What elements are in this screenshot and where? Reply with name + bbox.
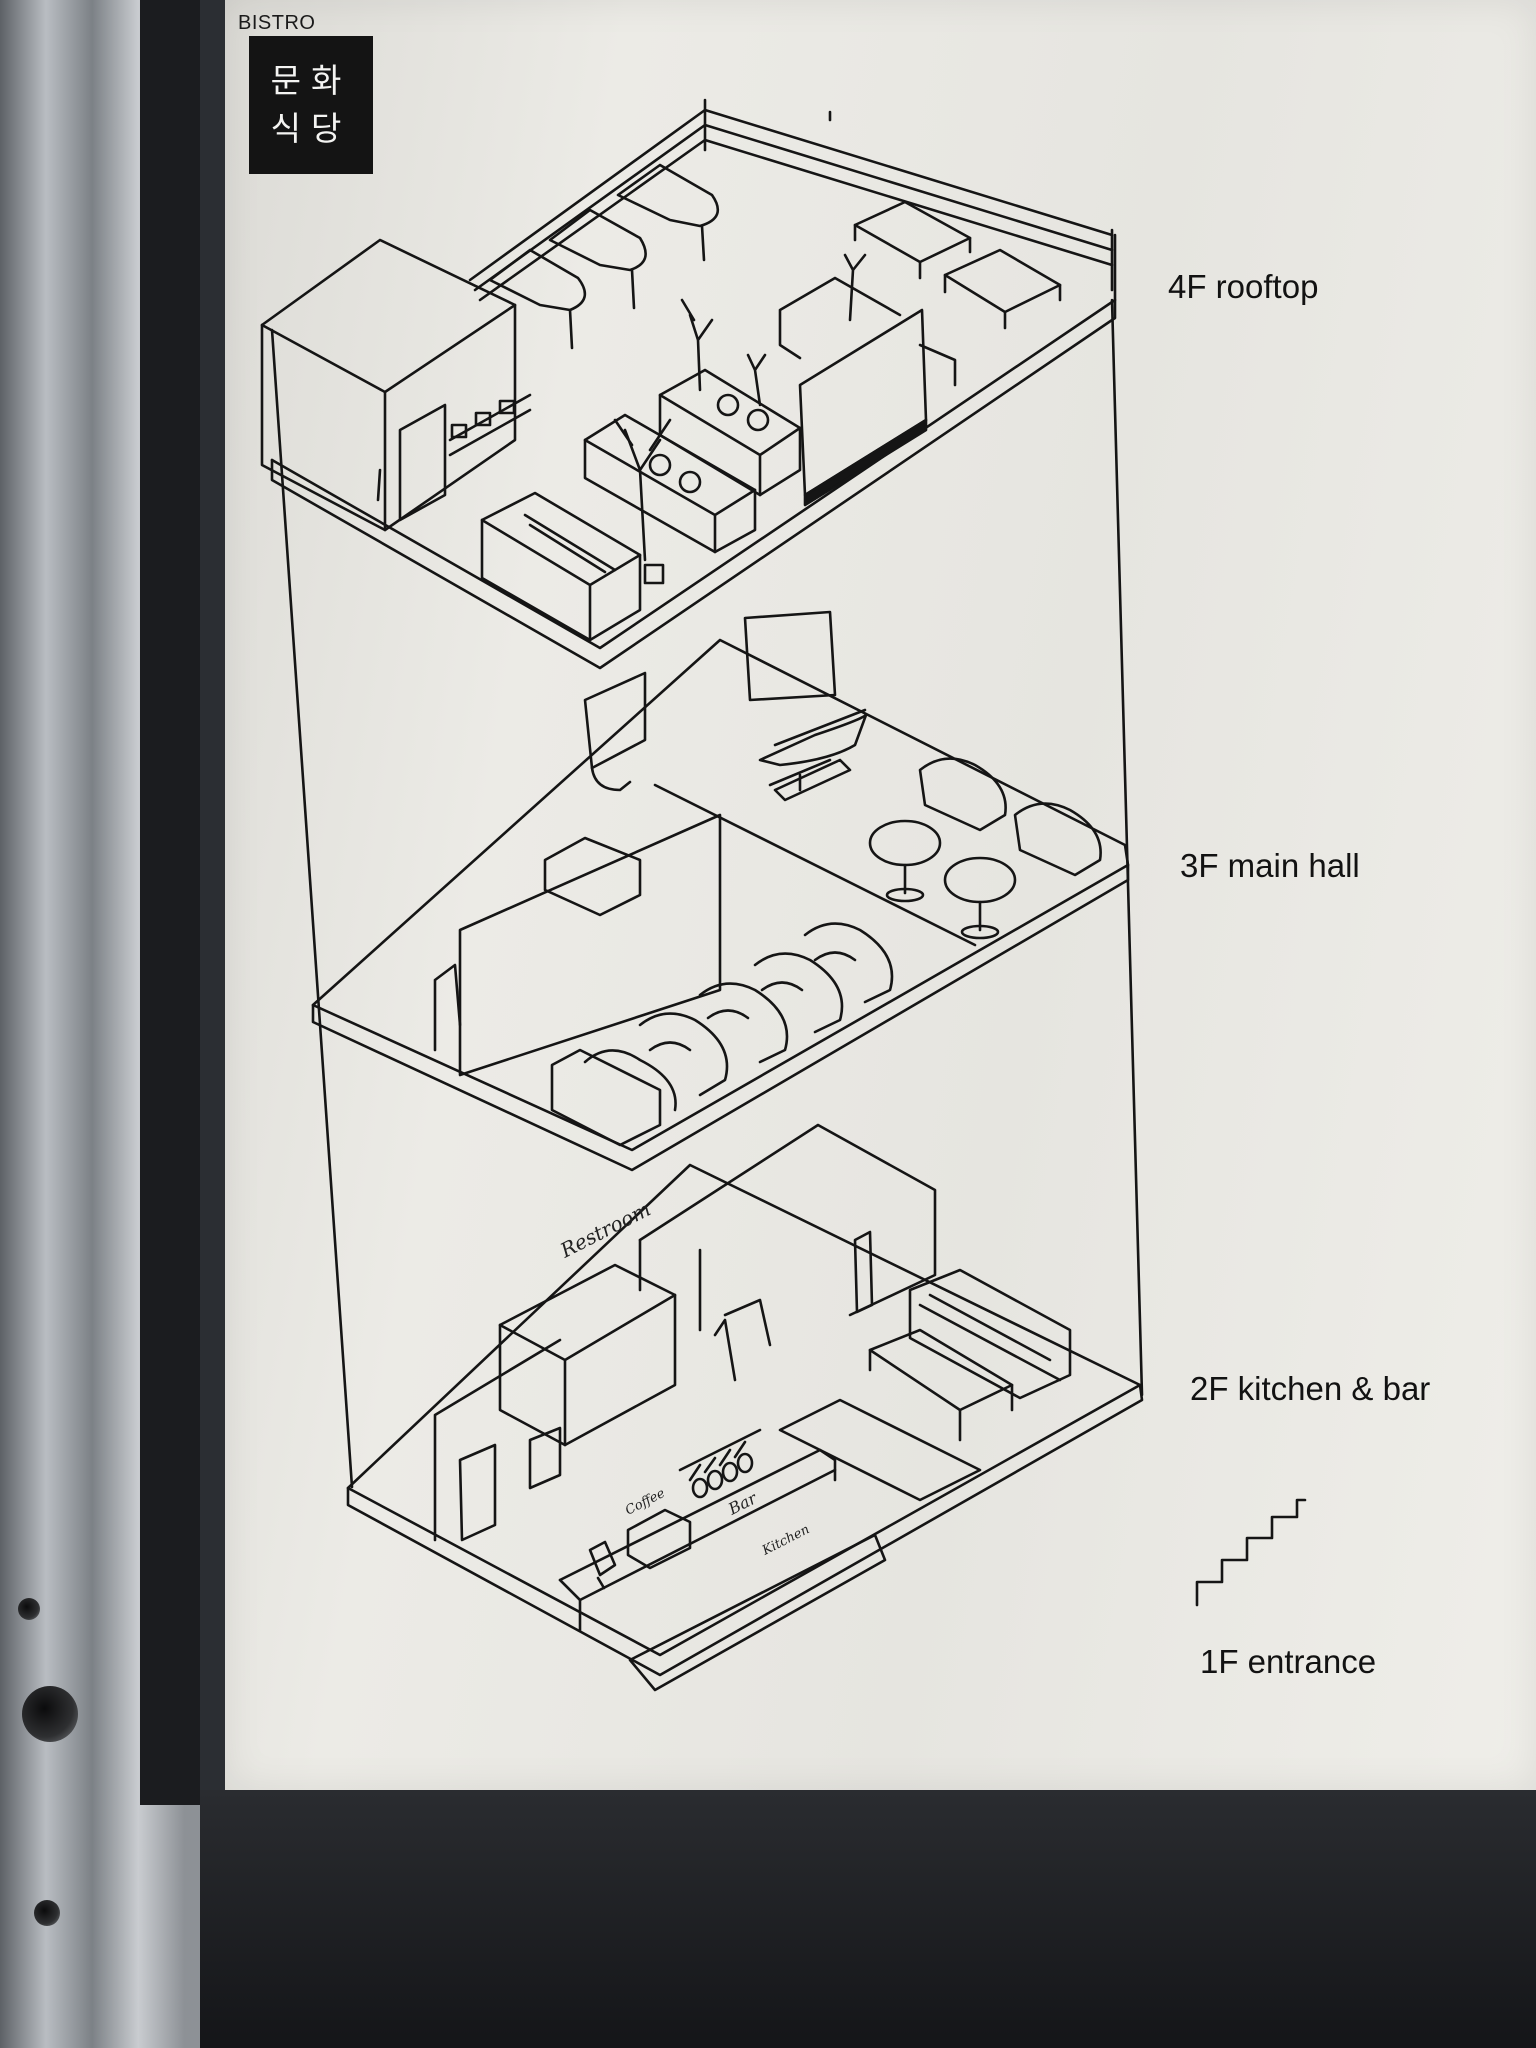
brand-logo: 문화식당 <box>249 36 373 174</box>
screw-hole-icon <box>34 1900 60 1926</box>
screw-hole-icon <box>18 1598 40 1620</box>
floor-4f-rooftop-drawing <box>260 98 1117 670</box>
floor-label-4f: 4F rooftop <box>1168 268 1319 305</box>
bar-annotation: Bar <box>724 1488 761 1519</box>
coffee-annotation: Coffee <box>623 1486 668 1519</box>
floor-label-1f: 1F entrance <box>1200 1643 1377 1680</box>
floor-guide-poster <box>225 0 1536 1790</box>
screw-hole-icon <box>22 1686 78 1742</box>
floor-3f-main-hall-drawing <box>311 610 1130 1172</box>
floor-2f-kitchen-bar-drawing <box>346 1123 1144 1692</box>
kitchen-annotation: Kitchen <box>759 1522 812 1559</box>
stairs-icon <box>1195 1498 1307 1607</box>
brand-label: BISTRO <box>238 12 316 34</box>
floor-label-2f: 2F kitchen & bar <box>1190 1370 1431 1407</box>
floor-stack-outline <box>270 298 1144 1489</box>
brand-logo-text: 문화식당 <box>270 61 352 148</box>
floor-label-3f: 3F main hall <box>1180 847 1360 884</box>
frame-bottom-shadow <box>200 1790 1536 2048</box>
